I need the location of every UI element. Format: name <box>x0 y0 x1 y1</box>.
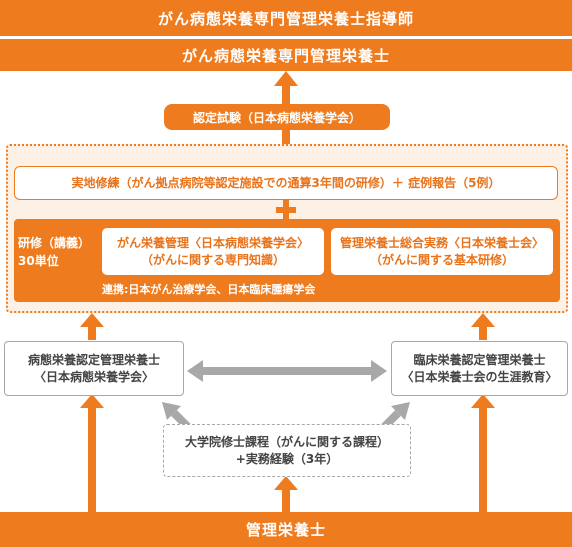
course-cancer-nutrition-line1: がん栄養管理〈日本病態栄養学会〉 <box>116 235 309 250</box>
practical-training-label: 実地修練（がん拠点病院等認定施設での通算3年間の研修）＋ 症例報告（5例） <box>71 175 501 190</box>
lecture-label-line2: 30単位 <box>18 254 59 268</box>
registered-dietitian-bar: 管理栄養士 <box>0 512 572 547</box>
course-dietitian-practice-line2: （がんに関する基本研修） <box>369 252 514 267</box>
left-certification-box: 病態栄養認定管理栄養士 〈日本病態栄養学会〉 <box>4 341 184 396</box>
grey-arrows <box>162 360 410 433</box>
graduate-program-box: 大学院修士課程（がんに関する課程） +実務経験（3年） <box>163 424 411 477</box>
left-certification-line2: 〈日本病態栄養学会〉 <box>33 369 154 384</box>
registered-dietitian-title: 管理栄養士 <box>245 521 326 539</box>
lecture-label: 研修（講義） 30単位 <box>18 234 100 270</box>
lecture-label-line1: 研修（講義） <box>18 236 91 250</box>
left-certification-line1: 病態栄養認定管理栄養士 <box>27 352 160 367</box>
course-cancer-nutrition-line2: （がんに関する専門知識） <box>140 252 285 267</box>
graduate-program-line1: 大学院修士課程（がんに関する課程） <box>184 434 389 449</box>
course-dietitian-practice-line1: 管理栄養士総合実務〈日本栄養士会〉 <box>339 235 544 250</box>
certification-exam-label: 認定試験（日本病態栄養学会） <box>192 110 361 125</box>
practical-training-box: 実地修練（がん拠点病院等認定施設での通算3年間の研修）＋ 症例報告（5例） <box>14 166 558 200</box>
graduate-program-line2: +実務経験（3年） <box>235 451 339 466</box>
orange-arrows <box>80 71 495 513</box>
course-dietitian-practice: 管理栄養士総合実務〈日本栄養士会〉 （がんに関する基本研修） <box>331 228 553 275</box>
course-cancer-nutrition: がん栄養管理〈日本病態栄養学会〉 （がんに関する専門知識） <box>102 228 324 275</box>
right-certification-line1: 臨床栄養認定管理栄養士 <box>413 352 546 367</box>
right-certification-line2: 〈日本栄養士会の生涯教育〉 <box>401 369 558 384</box>
plus-icon <box>276 199 296 221</box>
certification-exam: 認定試験（日本病態栄養学会） <box>164 104 390 130</box>
instructor-title-bar: がん病態栄養専門管理栄養士指導師 <box>0 0 572 36</box>
specialist-title: がん病態栄養専門管理栄養士 <box>181 46 390 65</box>
right-certification-box: 臨床栄養認定管理栄養士 〈日本栄養士会の生涯教育〉 <box>391 341 568 396</box>
cooperation-note: 連携:日本がん治療学会、日本臨床腫瘍学会 <box>102 283 316 296</box>
instructor-title: がん病態栄養専門管理栄養士指導師 <box>157 9 414 28</box>
specialist-title-bar: がん病態栄養専門管理栄養士 <box>0 39 572 71</box>
